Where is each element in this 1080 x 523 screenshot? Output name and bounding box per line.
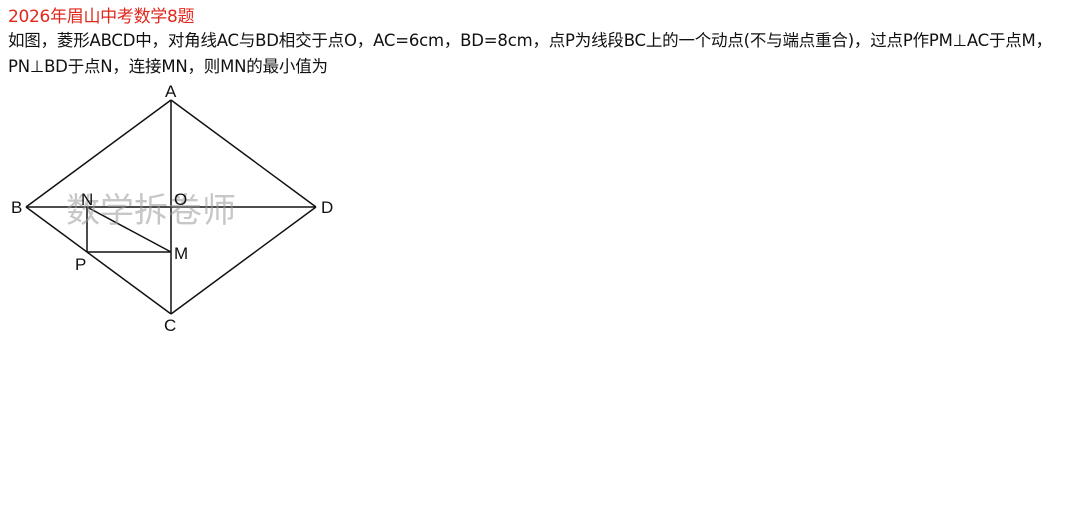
- label-point-P: P: [75, 255, 86, 274]
- label-point-C: C: [164, 316, 176, 335]
- label-point-A: A: [165, 82, 177, 101]
- side-DC: [170, 206, 317, 315]
- label-point-D: D: [321, 198, 333, 217]
- side-BC: [25, 206, 172, 315]
- label-point-N: N: [81, 190, 93, 209]
- segment-MN: [86, 206, 172, 253]
- watermark: 数学拆卷师: [66, 191, 236, 231]
- label-point-B: B: [11, 198, 22, 217]
- side-AD: [170, 99, 317, 208]
- problem-statement: 如图，菱形ABCD中，对角线AC与BD相交于点O，AC=6cm，BD=8cm，点…: [8, 31, 1052, 76]
- label-point-O: O: [174, 190, 187, 209]
- rhombus-diagram: 数学拆卷师 A B C D O N M P: [11, 82, 333, 335]
- label-point-M: M: [174, 244, 188, 263]
- problem-title: 2026年眉山中考数学8题: [8, 7, 195, 27]
- side-AB: [25, 99, 172, 208]
